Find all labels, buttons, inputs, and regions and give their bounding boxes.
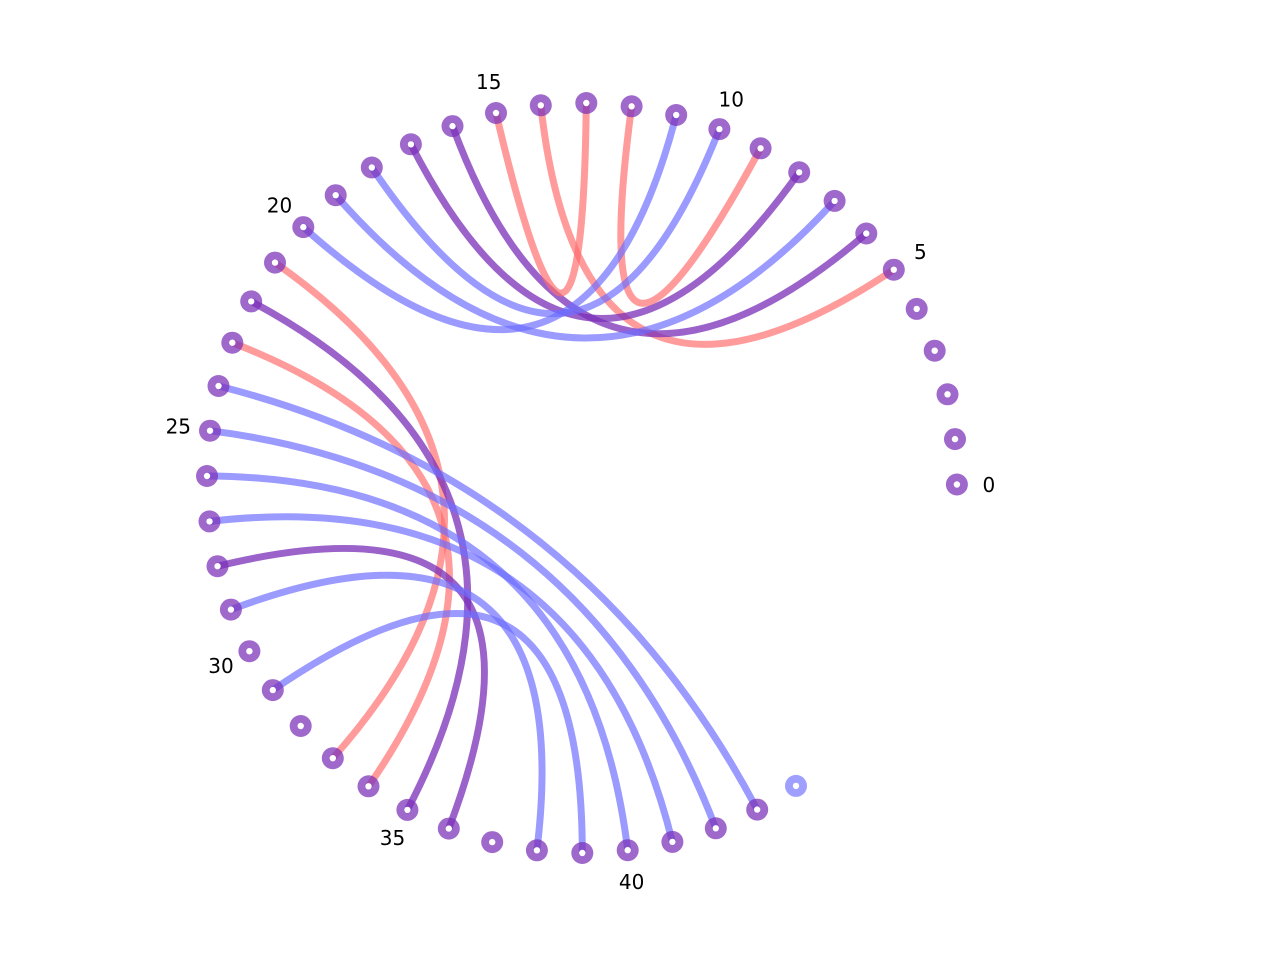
- node-43-center: [754, 806, 761, 813]
- node-32-center: [297, 722, 304, 730]
- node-4-center: [913, 305, 920, 313]
- node-31-center: [269, 686, 276, 694]
- node-30-center: [246, 648, 253, 655]
- node-label-0: 0: [983, 473, 996, 497]
- node-27-center: [206, 518, 213, 525]
- node-37-center: [489, 838, 496, 846]
- node-6-center: [863, 230, 870, 237]
- arc-21-33: [271, 259, 448, 762]
- node-1-center: [951, 435, 959, 443]
- arcs-layer: [203, 99, 898, 857]
- arc-6-16: [449, 122, 870, 338]
- arc-7-19: [332, 191, 839, 342]
- node-0-center: [953, 481, 961, 488]
- node-34-center: [365, 783, 372, 790]
- node-11-center: [673, 111, 680, 119]
- node-label-25: 25: [166, 415, 191, 439]
- node-38-center: [533, 847, 541, 854]
- node-26-center: [203, 472, 211, 480]
- node-12-center: [628, 103, 635, 110]
- node-29-center: [227, 606, 235, 613]
- node-10-center: [716, 125, 723, 133]
- node-36-center: [445, 825, 452, 832]
- node-3-center: [931, 347, 938, 354]
- labels-layer: 0 5 10 15 20 25 30 35 40: [166, 70, 996, 894]
- node-15-center: [492, 109, 500, 117]
- arc-28-36: [214, 544, 488, 833]
- node-13-center: [583, 99, 590, 107]
- node-20-center: [300, 223, 307, 231]
- node-19-center: [332, 192, 339, 199]
- node-label-35: 35: [380, 826, 405, 850]
- node-25-center: [206, 427, 214, 434]
- arc-23-34: [228, 339, 453, 790]
- node-5-center: [890, 266, 897, 273]
- node-17-center: [407, 141, 415, 148]
- node-33-center: [329, 755, 336, 762]
- node-label-40: 40: [619, 870, 644, 894]
- node-18-center: [368, 164, 375, 171]
- node-28-center: [214, 563, 221, 570]
- node-label-20: 20: [267, 194, 292, 218]
- node-42-center: [712, 825, 719, 832]
- node-14-center: [537, 102, 544, 109]
- node-22-center: [248, 298, 255, 305]
- node-23-center: [229, 339, 236, 346]
- node-label-30: 30: [208, 654, 233, 678]
- node-40-center: [624, 847, 631, 854]
- node-8-center: [796, 169, 803, 176]
- node-35-center: [404, 806, 411, 814]
- node-16-center: [449, 122, 456, 130]
- arc-9-12: [617, 102, 765, 307]
- arc-11-20: [299, 111, 680, 334]
- node-2-center: [944, 391, 951, 398]
- node-label-10: 10: [718, 87, 743, 111]
- node-label-5: 5: [914, 240, 927, 264]
- arc-13-15: [492, 99, 590, 297]
- node-39-center: [579, 849, 586, 857]
- node-41-center: [669, 838, 676, 846]
- arc-26-40: [203, 472, 632, 854]
- node-24-center: [215, 382, 222, 390]
- arc-24-43: [215, 382, 761, 814]
- nodes-layer: [196, 92, 968, 864]
- arc-29-38: [227, 571, 546, 854]
- arc-22-35: [247, 297, 472, 814]
- arc-8-17: [407, 140, 803, 322]
- node-21-center: [271, 259, 279, 266]
- node-44-center: [792, 782, 800, 790]
- node-7-center: [831, 197, 838, 205]
- node-label-15: 15: [476, 70, 501, 94]
- node-9-center: [757, 145, 764, 152]
- arc-31-39: [269, 609, 586, 857]
- arc-25-42: [206, 427, 720, 832]
